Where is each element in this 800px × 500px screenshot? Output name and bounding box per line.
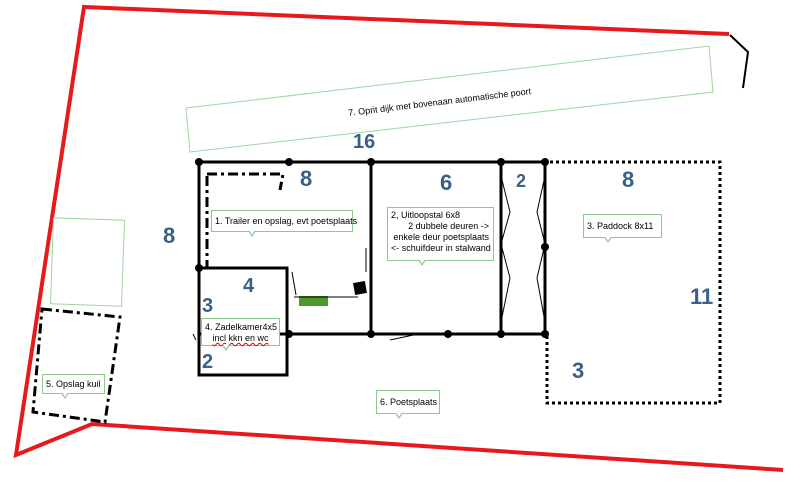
callout-saddle-line-1: 4. Zadelkamer4x5 [205, 322, 278, 332]
driveway-label: 7. Oprit dijk met bovenaan automatische … [348, 86, 532, 118]
gate-line [729, 34, 750, 89]
driveway-strip [185, 45, 714, 153]
callout-paddock: 3. Paddock 8x11 [583, 214, 662, 243]
dimension-trailer-top: 8 [300, 166, 312, 191]
dimension-stable-top: 6 [440, 170, 452, 195]
door-mark [192, 333, 197, 341]
callout-stable-line-3: enkele deur poetsplaats [393, 232, 489, 242]
trailer-storage-outline-top [207, 172, 285, 191]
wall-posts [195, 158, 549, 338]
callout-saddle: 4. Zadelkamer4x5 incl kkn en wc [201, 318, 280, 351]
dimension-saddle-top: 4 [243, 275, 255, 297]
door-mark [389, 333, 419, 341]
callout-storage-text: 5. Opslag kuil [46, 379, 101, 389]
trailer-building [197, 160, 373, 336]
callout-trailer-text: 1. Trailer en opslag, evt poetsplaats [215, 216, 358, 226]
dimension-gate-top: 2 [516, 171, 526, 191]
property-boundary [13, 4, 784, 472]
callout-storage: 5. Opslag kuil [42, 374, 105, 399]
dimension-driveway: 16 [353, 131, 375, 153]
callout-stable-line-4: <- schuifdeur in stalwand [391, 243, 491, 253]
callout-stable-line-1: 2, Uitloopstal 6x8 [391, 210, 461, 220]
dimension-saddle-left-top: 3 [202, 295, 213, 317]
storage-area-outline [31, 307, 122, 424]
dimension-saddle-left-bottom: 2 [202, 351, 213, 373]
callout-stable-line-2: 2 dubbele deuren -> [408, 221, 489, 231]
black-square [353, 281, 367, 295]
double-door [500, 175, 511, 323]
callout-trailer: 1. Trailer en opslag, evt poetsplaats [211, 210, 358, 237]
outline-square [50, 217, 125, 307]
door-mark [291, 271, 297, 296]
dimension-paddock-top: 8 [622, 167, 634, 192]
saddle-room [197, 266, 289, 377]
dimension-trailer-left: 8 [163, 223, 175, 248]
callout-paddock-text: 3. Paddock 8x11 [587, 221, 654, 231]
callout-cleaning: 6. Poetsplaats [376, 390, 440, 419]
paddock-fence [545, 160, 722, 405]
callout-saddle-line-2: incl kkn en wc [212, 333, 269, 343]
green-block [299, 296, 328, 306]
dimension-paddock-bottom: 3 [572, 358, 584, 383]
callout-stable: 2, Uitloopstal 6x8 2 dubbele deuren -> e… [387, 207, 494, 266]
dimension-paddock-right: 11 [690, 284, 713, 309]
callout-cleaning-text: 6. Poetsplaats [380, 397, 438, 407]
